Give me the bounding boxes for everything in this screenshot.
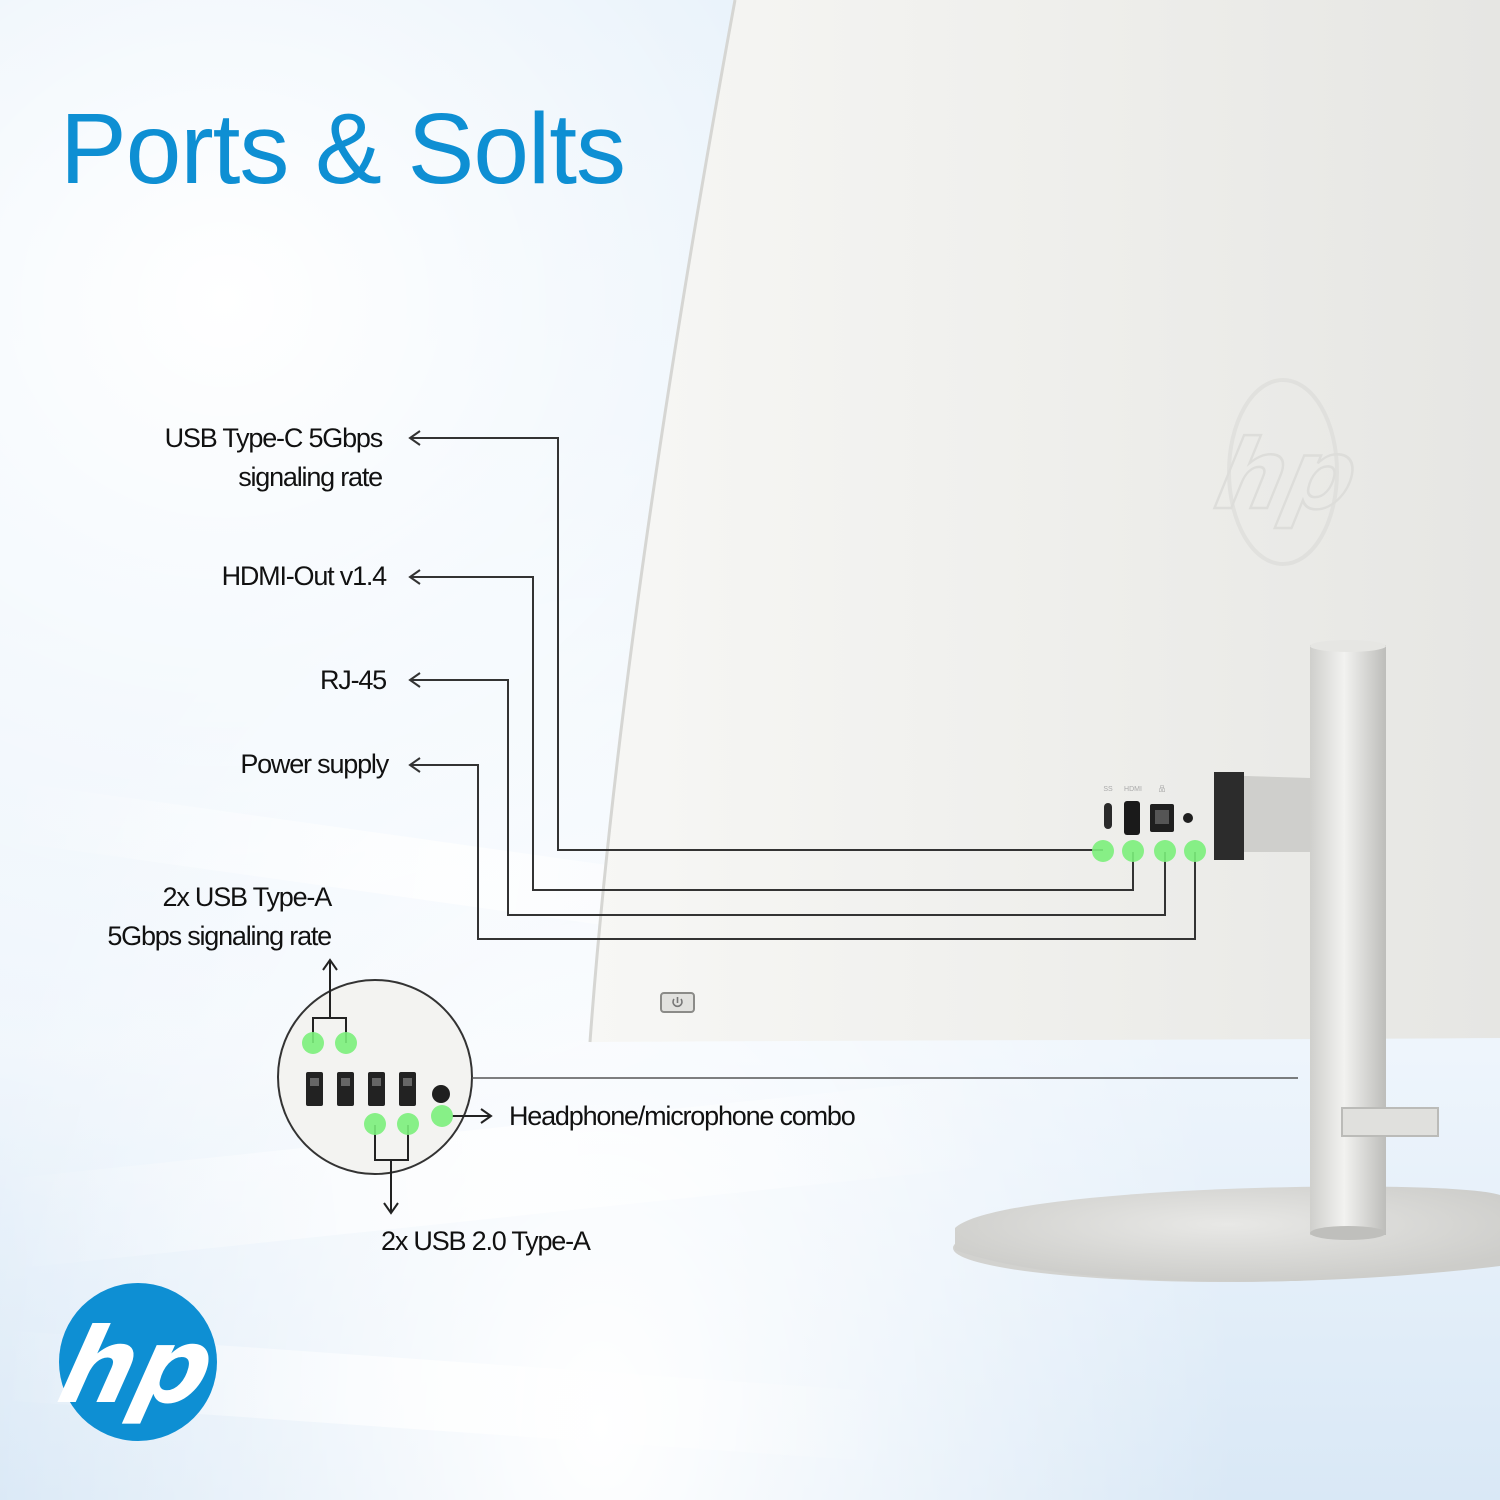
rj45-leader bbox=[410, 679, 1166, 916]
power-jack bbox=[1183, 813, 1193, 823]
marker-usb-2-2 bbox=[397, 1113, 419, 1135]
svg-text:hp: hp bbox=[1207, 419, 1368, 531]
label-usb-a: 2x USB Type-A 5Gbps signaling rate bbox=[107, 882, 332, 951]
cable-clip bbox=[1341, 1107, 1439, 1137]
stand-base bbox=[955, 1186, 1500, 1282]
hdmi-leader bbox=[410, 576, 1134, 891]
audio-jack bbox=[432, 1085, 450, 1103]
rear-port-cluster: SS HDMI 品 bbox=[1103, 785, 1193, 835]
power-button-icon bbox=[660, 992, 695, 1013]
usb-2-port bbox=[399, 1072, 416, 1106]
monitor-stand bbox=[953, 640, 1500, 1282]
page-title: Ports & Solts bbox=[60, 93, 626, 205]
callout-lines bbox=[408, 430, 1196, 940]
label-headphone: Headphone/microphone combo bbox=[509, 1101, 856, 1131]
usb-c-port bbox=[1104, 803, 1112, 829]
label-hdmi: HDMI-Out v1.4 bbox=[221, 561, 388, 591]
svg-text:SS: SS bbox=[1103, 786, 1113, 793]
stand-pole bbox=[1310, 645, 1386, 1235]
monitor-left-edge bbox=[588, 0, 737, 1043]
marker-rj45 bbox=[1154, 840, 1176, 862]
side-port-zoom bbox=[277, 958, 1298, 1215]
hp-logo: hp bbox=[48, 1283, 227, 1441]
svg-text:hp: hp bbox=[48, 1305, 227, 1426]
marker-usb-2-1 bbox=[364, 1113, 386, 1135]
label-rj45: RJ-45 bbox=[319, 665, 387, 695]
marker-power bbox=[1184, 840, 1206, 862]
label-usb-c: USB Type-C 5Gbps signaling rate bbox=[164, 423, 384, 492]
marker-hdmi bbox=[1122, 840, 1144, 862]
power-leader bbox=[410, 764, 1196, 940]
usb-c-leader bbox=[410, 437, 1103, 851]
usb-a-port bbox=[306, 1072, 323, 1106]
hdmi-port bbox=[1124, 801, 1140, 835]
marker-usb-c bbox=[1092, 840, 1114, 862]
marker-usb-a-2 bbox=[335, 1032, 357, 1054]
label-power: Power supply bbox=[240, 749, 389, 779]
label-usb2: 2x USB 2.0 Type-A bbox=[381, 1226, 591, 1256]
svg-text:品: 品 bbox=[1159, 785, 1166, 793]
hp-embossed-logo: hp bbox=[1205, 378, 1369, 566]
usb-2-port bbox=[368, 1072, 385, 1106]
hinge-mount bbox=[1214, 772, 1244, 860]
marker-audio bbox=[431, 1105, 453, 1127]
marker-usb-a-1 bbox=[302, 1032, 324, 1054]
rear-port-markers bbox=[1092, 840, 1206, 862]
svg-text:HDMI: HDMI bbox=[1124, 786, 1142, 793]
usb-a-port bbox=[337, 1072, 354, 1106]
